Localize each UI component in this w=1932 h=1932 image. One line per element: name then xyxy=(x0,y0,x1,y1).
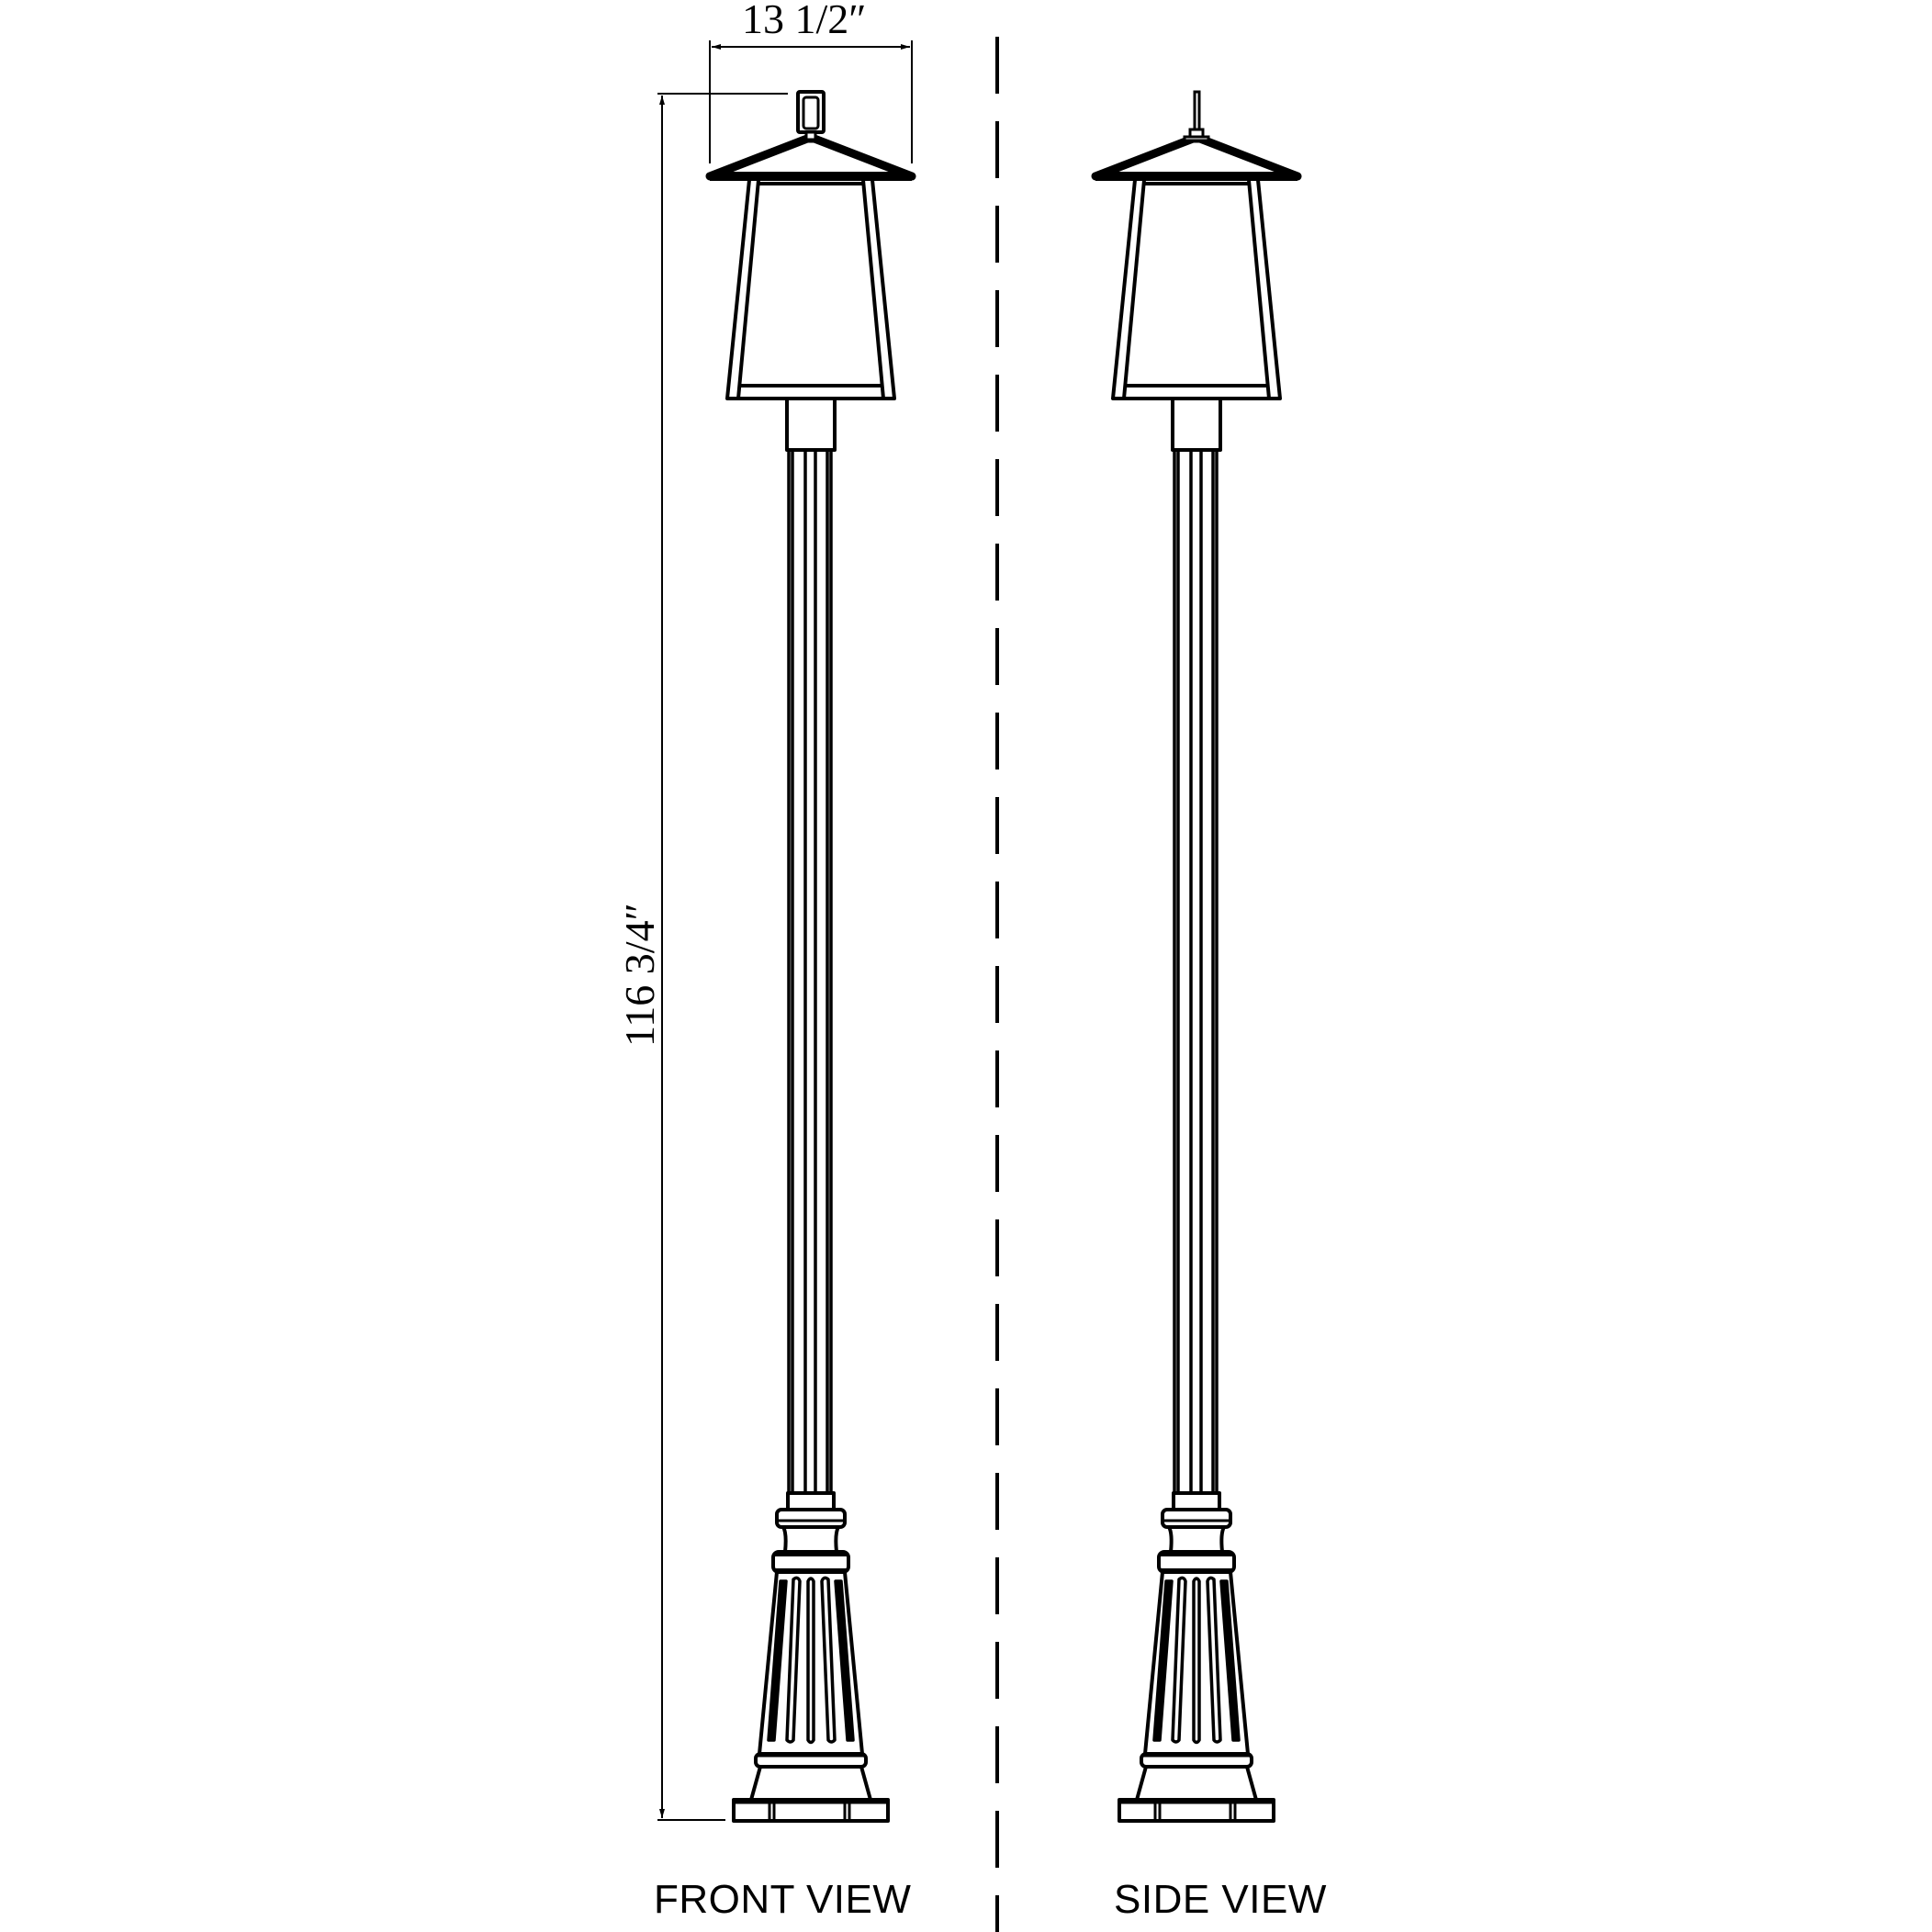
front-view-label: FRONT VIEW xyxy=(654,1877,912,1922)
front-view-fixture xyxy=(710,90,912,1821)
side-view-label: SIDE VIEW xyxy=(1114,1877,1327,1922)
finial-icon xyxy=(1183,90,1210,142)
hanging-loop-icon xyxy=(796,90,826,141)
width-dimension-label: 13 1/2″ xyxy=(742,0,866,42)
height-dimension xyxy=(657,93,788,1821)
side-view-fixture xyxy=(1095,90,1297,1821)
width-dimension xyxy=(709,40,913,163)
height-dimension-label: 116 3/4″ xyxy=(616,903,663,1047)
